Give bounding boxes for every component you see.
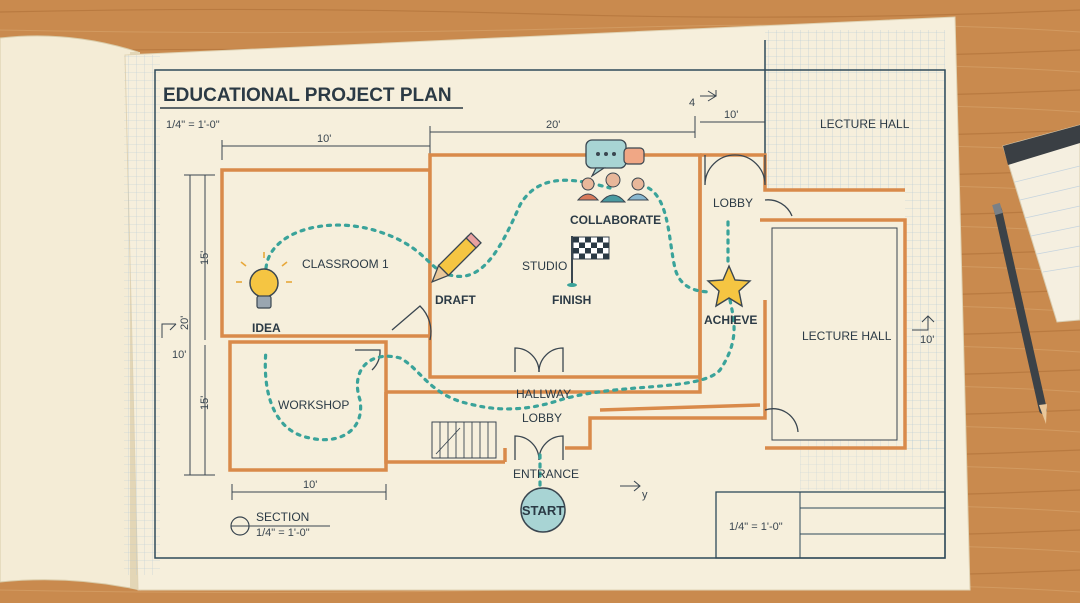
dim-left-marker: 10' bbox=[172, 349, 186, 361]
dim-left-lower: 15' bbox=[199, 396, 211, 410]
plan-scale: 1/4" = 1'-0" bbox=[166, 119, 220, 131]
title-block: 1/4" = 1'-0" bbox=[715, 491, 946, 559]
room-label-lecture-hall: LECTURE HALL bbox=[802, 329, 892, 343]
collaborate-icon bbox=[576, 139, 650, 203]
section-marker: SECTION 1/4" = 1'-0" bbox=[230, 510, 330, 539]
finish-flag-icon bbox=[567, 236, 610, 287]
room-label-lecture-hall-top: LECTURE HALL bbox=[820, 117, 910, 131]
section-scale: 1/4" = 1'-0" bbox=[256, 527, 310, 539]
title-block-scale: 1/4" = 1'-0" bbox=[729, 521, 783, 533]
dim-top-left: 10' bbox=[317, 133, 331, 145]
draft-pencil-icon bbox=[431, 232, 482, 283]
milestone-achieve: ACHIEVE bbox=[704, 313, 757, 327]
room-label-classroom: CLASSROOM 1 bbox=[302, 257, 389, 271]
milestone-finish: FINISH bbox=[552, 293, 591, 307]
room-label-lobby-bottom: LOBBY bbox=[522, 411, 562, 425]
dim-bottom: 10' bbox=[303, 479, 317, 491]
classroom-room bbox=[220, 168, 432, 338]
dim-left-upper: 15' bbox=[199, 251, 211, 265]
room-label-entrance: ENTRANCE bbox=[513, 467, 579, 481]
start-label: START bbox=[522, 503, 564, 518]
staircase bbox=[431, 421, 497, 459]
start-button[interactable]: START bbox=[520, 487, 566, 533]
bottom-marker: y bbox=[642, 489, 648, 501]
milestone-collaborate: COLLABORATE bbox=[570, 213, 661, 227]
dim-left-total: 20' bbox=[179, 316, 191, 330]
room-label-workshop: WORKSHOP bbox=[278, 398, 349, 412]
dim-top-right: 20' bbox=[546, 119, 560, 131]
dimension-lines-top: 10' 20' 10' 4 bbox=[221, 90, 765, 160]
milestone-idea: IDEA bbox=[252, 321, 281, 335]
star-icon bbox=[706, 264, 752, 308]
lightbulb-icon bbox=[236, 252, 292, 309]
walls bbox=[220, 153, 907, 472]
studio-room bbox=[428, 153, 702, 379]
room-label-lobby-top: LOBBY bbox=[713, 196, 753, 210]
milestone-draft: DRAFT bbox=[435, 293, 476, 307]
dimension-lines-left: 15' 15' 20' 10' bbox=[161, 174, 215, 476]
plan-title: EDUCATIONAL PROJECT PLAN bbox=[163, 85, 452, 106]
dimension-lines-bottom: 10' y 10' bbox=[231, 315, 935, 501]
room-label-hallway: HALLWAY bbox=[516, 387, 571, 401]
dim-right-marker: 10' bbox=[920, 334, 934, 346]
section-label: SECTION bbox=[256, 510, 309, 524]
dim-top-corner: 10' bbox=[724, 109, 738, 121]
room-label-studio: STUDIO bbox=[522, 259, 567, 273]
pencil-icon bbox=[992, 202, 1047, 424]
corner-marker: 4 bbox=[689, 97, 695, 109]
notepad bbox=[1002, 124, 1080, 323]
notebook bbox=[0, 35, 141, 591]
